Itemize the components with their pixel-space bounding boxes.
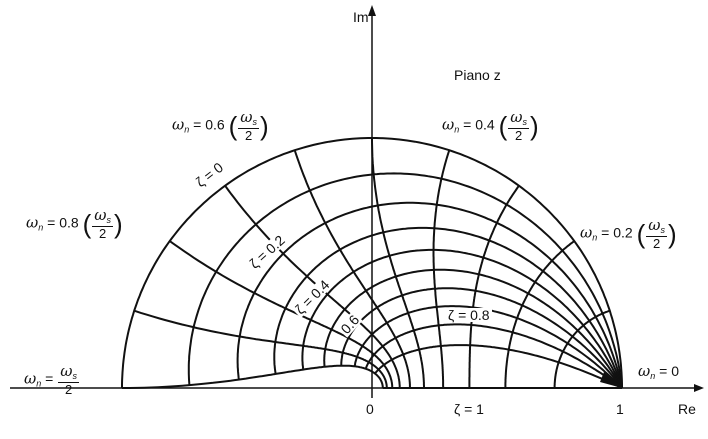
one-label: 1 <box>616 401 624 417</box>
omega-curve <box>122 364 384 389</box>
omega-curve <box>293 149 411 388</box>
zeta-curve <box>374 344 623 389</box>
point-one-arrow-icon <box>600 372 622 388</box>
zeta-curve <box>187 172 623 389</box>
omega-curve <box>169 240 394 389</box>
omega-label-0: ωn = 0 <box>638 362 679 381</box>
omega-curve <box>504 240 575 388</box>
zeta-curve <box>236 201 623 389</box>
zeta-curve <box>340 287 623 389</box>
plane-label: Piano z <box>454 67 501 83</box>
im-label: Im <box>353 9 369 25</box>
omega-curve <box>432 149 451 388</box>
omega-curve <box>133 309 388 388</box>
origin-label: 0 <box>366 401 374 417</box>
re-label: Re <box>678 401 696 417</box>
omega-curve <box>468 185 520 388</box>
zeta-label-0.8: ζ = 0.8 <box>446 307 492 323</box>
imag-axis-arrow-icon <box>368 5 376 16</box>
omega-curve <box>224 185 401 388</box>
real-axis-arrow-icon <box>694 384 704 392</box>
omega-curve <box>553 309 611 388</box>
omega-curve <box>371 138 425 388</box>
zeta-label-1: ζ = 1 <box>454 401 484 417</box>
